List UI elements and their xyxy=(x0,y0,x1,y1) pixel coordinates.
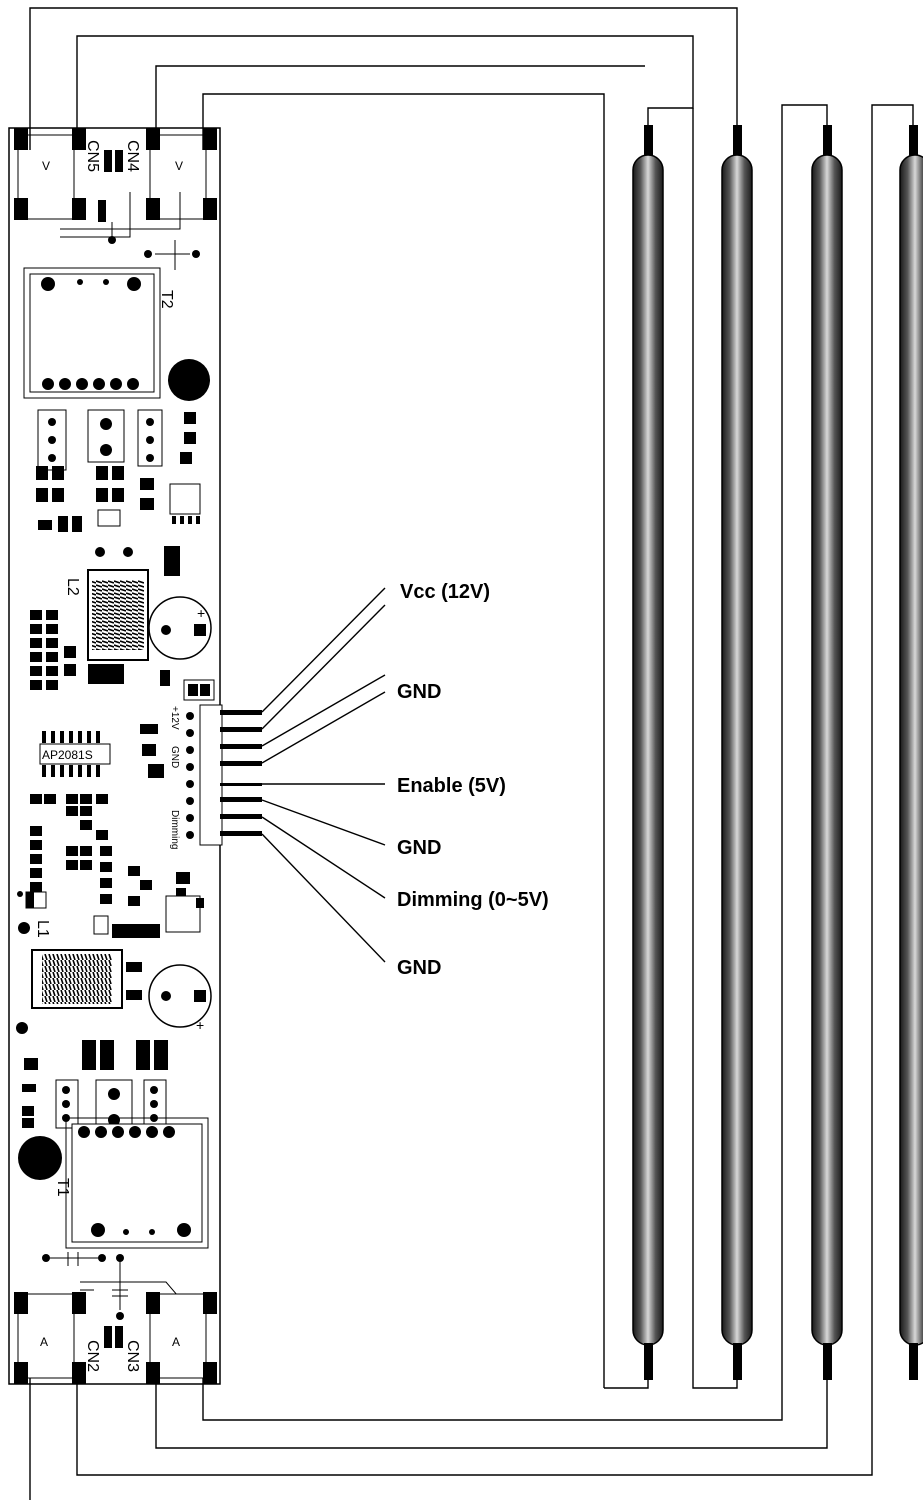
svg-text:A: A xyxy=(40,1335,48,1349)
label-cn3: CN3 xyxy=(124,1340,141,1372)
callout-enable: Enable (5V) xyxy=(397,775,506,797)
callout-labels: Vcc (12V) GND Enable (5V) GND Dimming (0… xyxy=(397,581,549,979)
pcb-board: V CN5 V CN4 xyxy=(8,127,223,1385)
inductor-l2: L2 xyxy=(64,547,149,661)
svg-text:V: V xyxy=(175,159,183,173)
label-l1: L1 xyxy=(34,920,51,938)
inductor-l1: L1 xyxy=(31,920,123,1009)
svg-text:+: + xyxy=(197,605,205,621)
callout-gnd-2: GND xyxy=(397,837,441,859)
label-t1: T1 xyxy=(54,1178,71,1197)
transformer-t1: T1 xyxy=(54,1117,209,1249)
connector-cn5: V CN5 xyxy=(14,128,101,220)
connector-cn4: V CN4 xyxy=(124,128,217,220)
label-cn2: CN2 xyxy=(84,1340,101,1372)
lamp-2 xyxy=(721,125,753,1380)
label-l2: L2 xyxy=(64,578,81,596)
pin-label-gnd: GND xyxy=(169,746,180,768)
connector-cn2: A CN2 xyxy=(14,1292,101,1384)
lamp-3 xyxy=(811,125,843,1380)
edge-connector: +12V GND Dimming xyxy=(169,704,223,849)
label-ic: AP2081S xyxy=(42,748,93,762)
callout-gnd-1: GND xyxy=(397,681,441,703)
lamp-1 xyxy=(632,125,664,1380)
connector-cn3: A CN3 xyxy=(124,1292,217,1384)
callout-dimming: Dimming (0~5V) xyxy=(397,889,549,911)
callout-gnd-3: GND xyxy=(397,957,441,979)
ccfl-lamps xyxy=(632,125,923,1380)
lamp-wiring xyxy=(29,7,914,1500)
svg-text:V: V xyxy=(42,159,50,173)
ic-ap2081s: AP2081S xyxy=(39,731,111,777)
svg-text:+: + xyxy=(196,1017,204,1033)
transformer-t2: T2 xyxy=(23,267,175,399)
pin-label-dimming: Dimming xyxy=(169,810,180,849)
callout-vcc: Vcc (12V) xyxy=(400,581,490,603)
lamp-4 xyxy=(899,125,923,1380)
input-harness xyxy=(220,587,386,963)
label-cn5: CN5 xyxy=(84,140,101,172)
pin-label-12v: +12V xyxy=(169,706,180,730)
svg-text:A: A xyxy=(172,1335,180,1349)
label-cn4: CN4 xyxy=(124,140,141,172)
label-t2: T2 xyxy=(158,290,175,309)
